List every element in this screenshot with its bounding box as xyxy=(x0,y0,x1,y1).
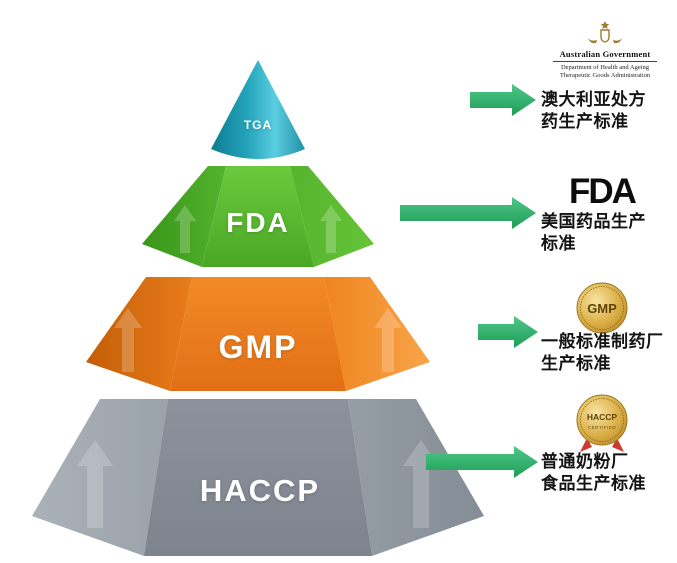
tga-cone xyxy=(211,60,305,159)
australian-crest-icon xyxy=(588,21,622,44)
annotation-line: 标准 xyxy=(541,234,576,253)
up-arrow-icon xyxy=(174,205,196,253)
pyramid-tier-tga xyxy=(211,60,305,159)
pyramid-tier-fda xyxy=(142,166,374,267)
haccp-front-face xyxy=(144,399,372,556)
annotation-line: 食品生产标准 xyxy=(541,474,646,493)
up-arrow-icon xyxy=(320,205,342,253)
haccp-annotation-text: 普通奶粉厂 食品生产标准 xyxy=(541,451,646,495)
gmp-badge-ring xyxy=(580,286,624,330)
tga-annotation-text: 澳大利亚处方 药生产标准 xyxy=(541,89,646,133)
annotation-line: 澳大利亚处方 xyxy=(541,90,646,109)
haccp-badge: HACCP CERTIFIED xyxy=(576,394,628,452)
gmp-left-face xyxy=(86,277,192,391)
up-arrow-icon xyxy=(77,440,113,528)
fda-annotation-text: 美国药品生产 标准 xyxy=(541,211,646,255)
gmp-front-face xyxy=(170,277,346,391)
gmp-right-face xyxy=(324,277,430,391)
annotation-line: 普通奶粉厂 xyxy=(541,452,629,471)
gmp-badge-coin xyxy=(576,282,628,334)
australian-government-logo: Australian Government Department of Heal… xyxy=(537,20,673,80)
gmp-annotation-text: 一般标准制药厂 生产标准 xyxy=(541,331,664,375)
annotation-line: 美国药品生产 xyxy=(541,212,646,231)
annotation-line: 药生产标准 xyxy=(541,112,629,131)
tier-label-fda: FDA xyxy=(226,207,290,238)
arrow-right-icon-haccp xyxy=(426,446,538,478)
callout-arrows xyxy=(400,84,538,478)
fda-left-face xyxy=(142,166,226,267)
arrow-right-icon-fda xyxy=(400,197,536,229)
crest-subtitle-department: Department of Health and Ageing xyxy=(560,64,650,71)
fda-logo: FDA xyxy=(569,172,637,211)
tier-label-gmp: GMP xyxy=(218,329,298,365)
gmp-badge: GMP xyxy=(576,282,628,334)
annotation-line: 生产标准 xyxy=(541,354,611,373)
fda-front-face xyxy=(202,166,314,267)
crest-divider xyxy=(553,61,657,62)
haccp-badge-subtext: CERTIFIED xyxy=(588,425,616,430)
pyramid-tier-gmp xyxy=(86,277,430,391)
crest-subtitle-tga: Therapeutic Goods Administration xyxy=(559,72,651,79)
annotation-line: 一般标准制药厂 xyxy=(541,332,664,351)
crest-title: Australian Government xyxy=(559,49,651,59)
haccp-badge-text: HACCP xyxy=(587,412,618,422)
haccp-badge-coin xyxy=(576,394,628,446)
gmp-badge-text: GMP xyxy=(587,301,617,316)
fda-right-face xyxy=(290,166,374,267)
tier-label-haccp: HACCP xyxy=(199,473,321,508)
haccp-badge-ring xyxy=(580,398,624,442)
up-arrow-icon xyxy=(114,308,142,372)
arrow-right-icon-tga xyxy=(470,84,536,116)
haccp-badge-ribbon-right xyxy=(612,438,624,452)
haccp-right-face xyxy=(348,399,484,556)
pyramid-tier-haccp xyxy=(32,399,484,556)
haccp-badge-ribbon-left xyxy=(580,438,592,452)
haccp-left-face xyxy=(32,399,168,556)
tier-label-tga: TGA xyxy=(243,118,273,132)
arrow-right-icon-gmp xyxy=(478,316,538,348)
up-arrow-icon xyxy=(374,308,402,372)
